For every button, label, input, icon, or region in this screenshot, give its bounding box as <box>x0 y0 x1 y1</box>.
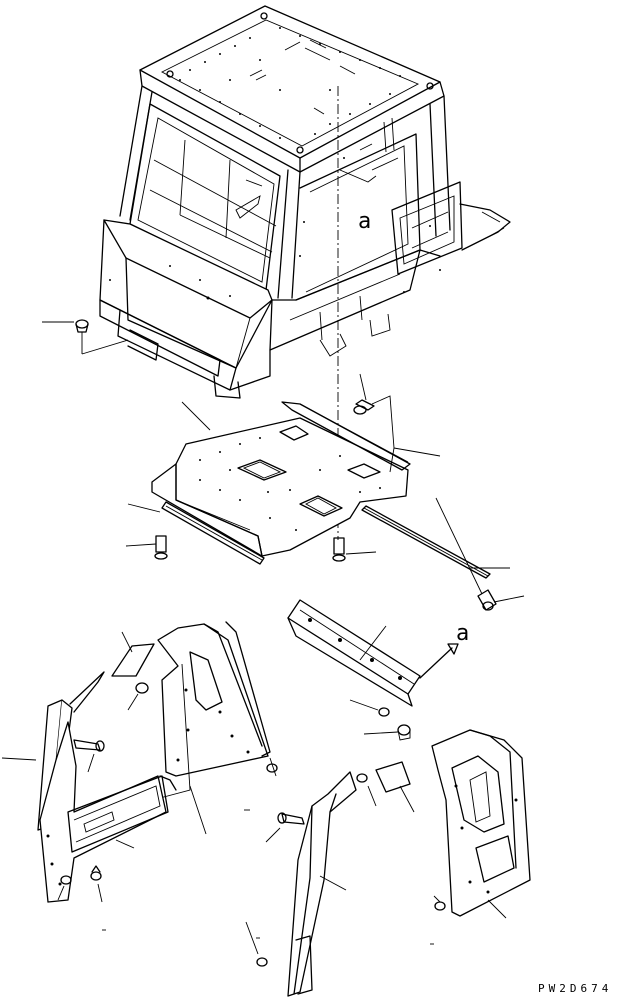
drawing-code: PW2D674 <box>538 982 612 995</box>
floor-trim-right <box>361 505 491 579</box>
left-rear-panel <box>157 621 271 835</box>
leader-floor-top <box>181 401 211 431</box>
right-small-plate <box>356 724 415 813</box>
right-panel-screws <box>102 809 446 967</box>
left-cover-panel <box>39 721 169 903</box>
view-ref-label-arrow: a <box>456 621 469 646</box>
view-ref-label-top: a <box>358 209 371 234</box>
bracket-channel <box>287 599 459 717</box>
right-front-strip <box>287 771 357 997</box>
left-small-plate <box>111 631 155 711</box>
grommet-plug <box>42 319 129 355</box>
right-rear-panel <box>431 729 531 919</box>
floor-bolts <box>125 373 525 611</box>
cab-frame <box>99 5 511 399</box>
left-panel-screws <box>57 739 278 903</box>
floor-trim-front <box>161 501 265 565</box>
floor-plate <box>151 401 411 557</box>
